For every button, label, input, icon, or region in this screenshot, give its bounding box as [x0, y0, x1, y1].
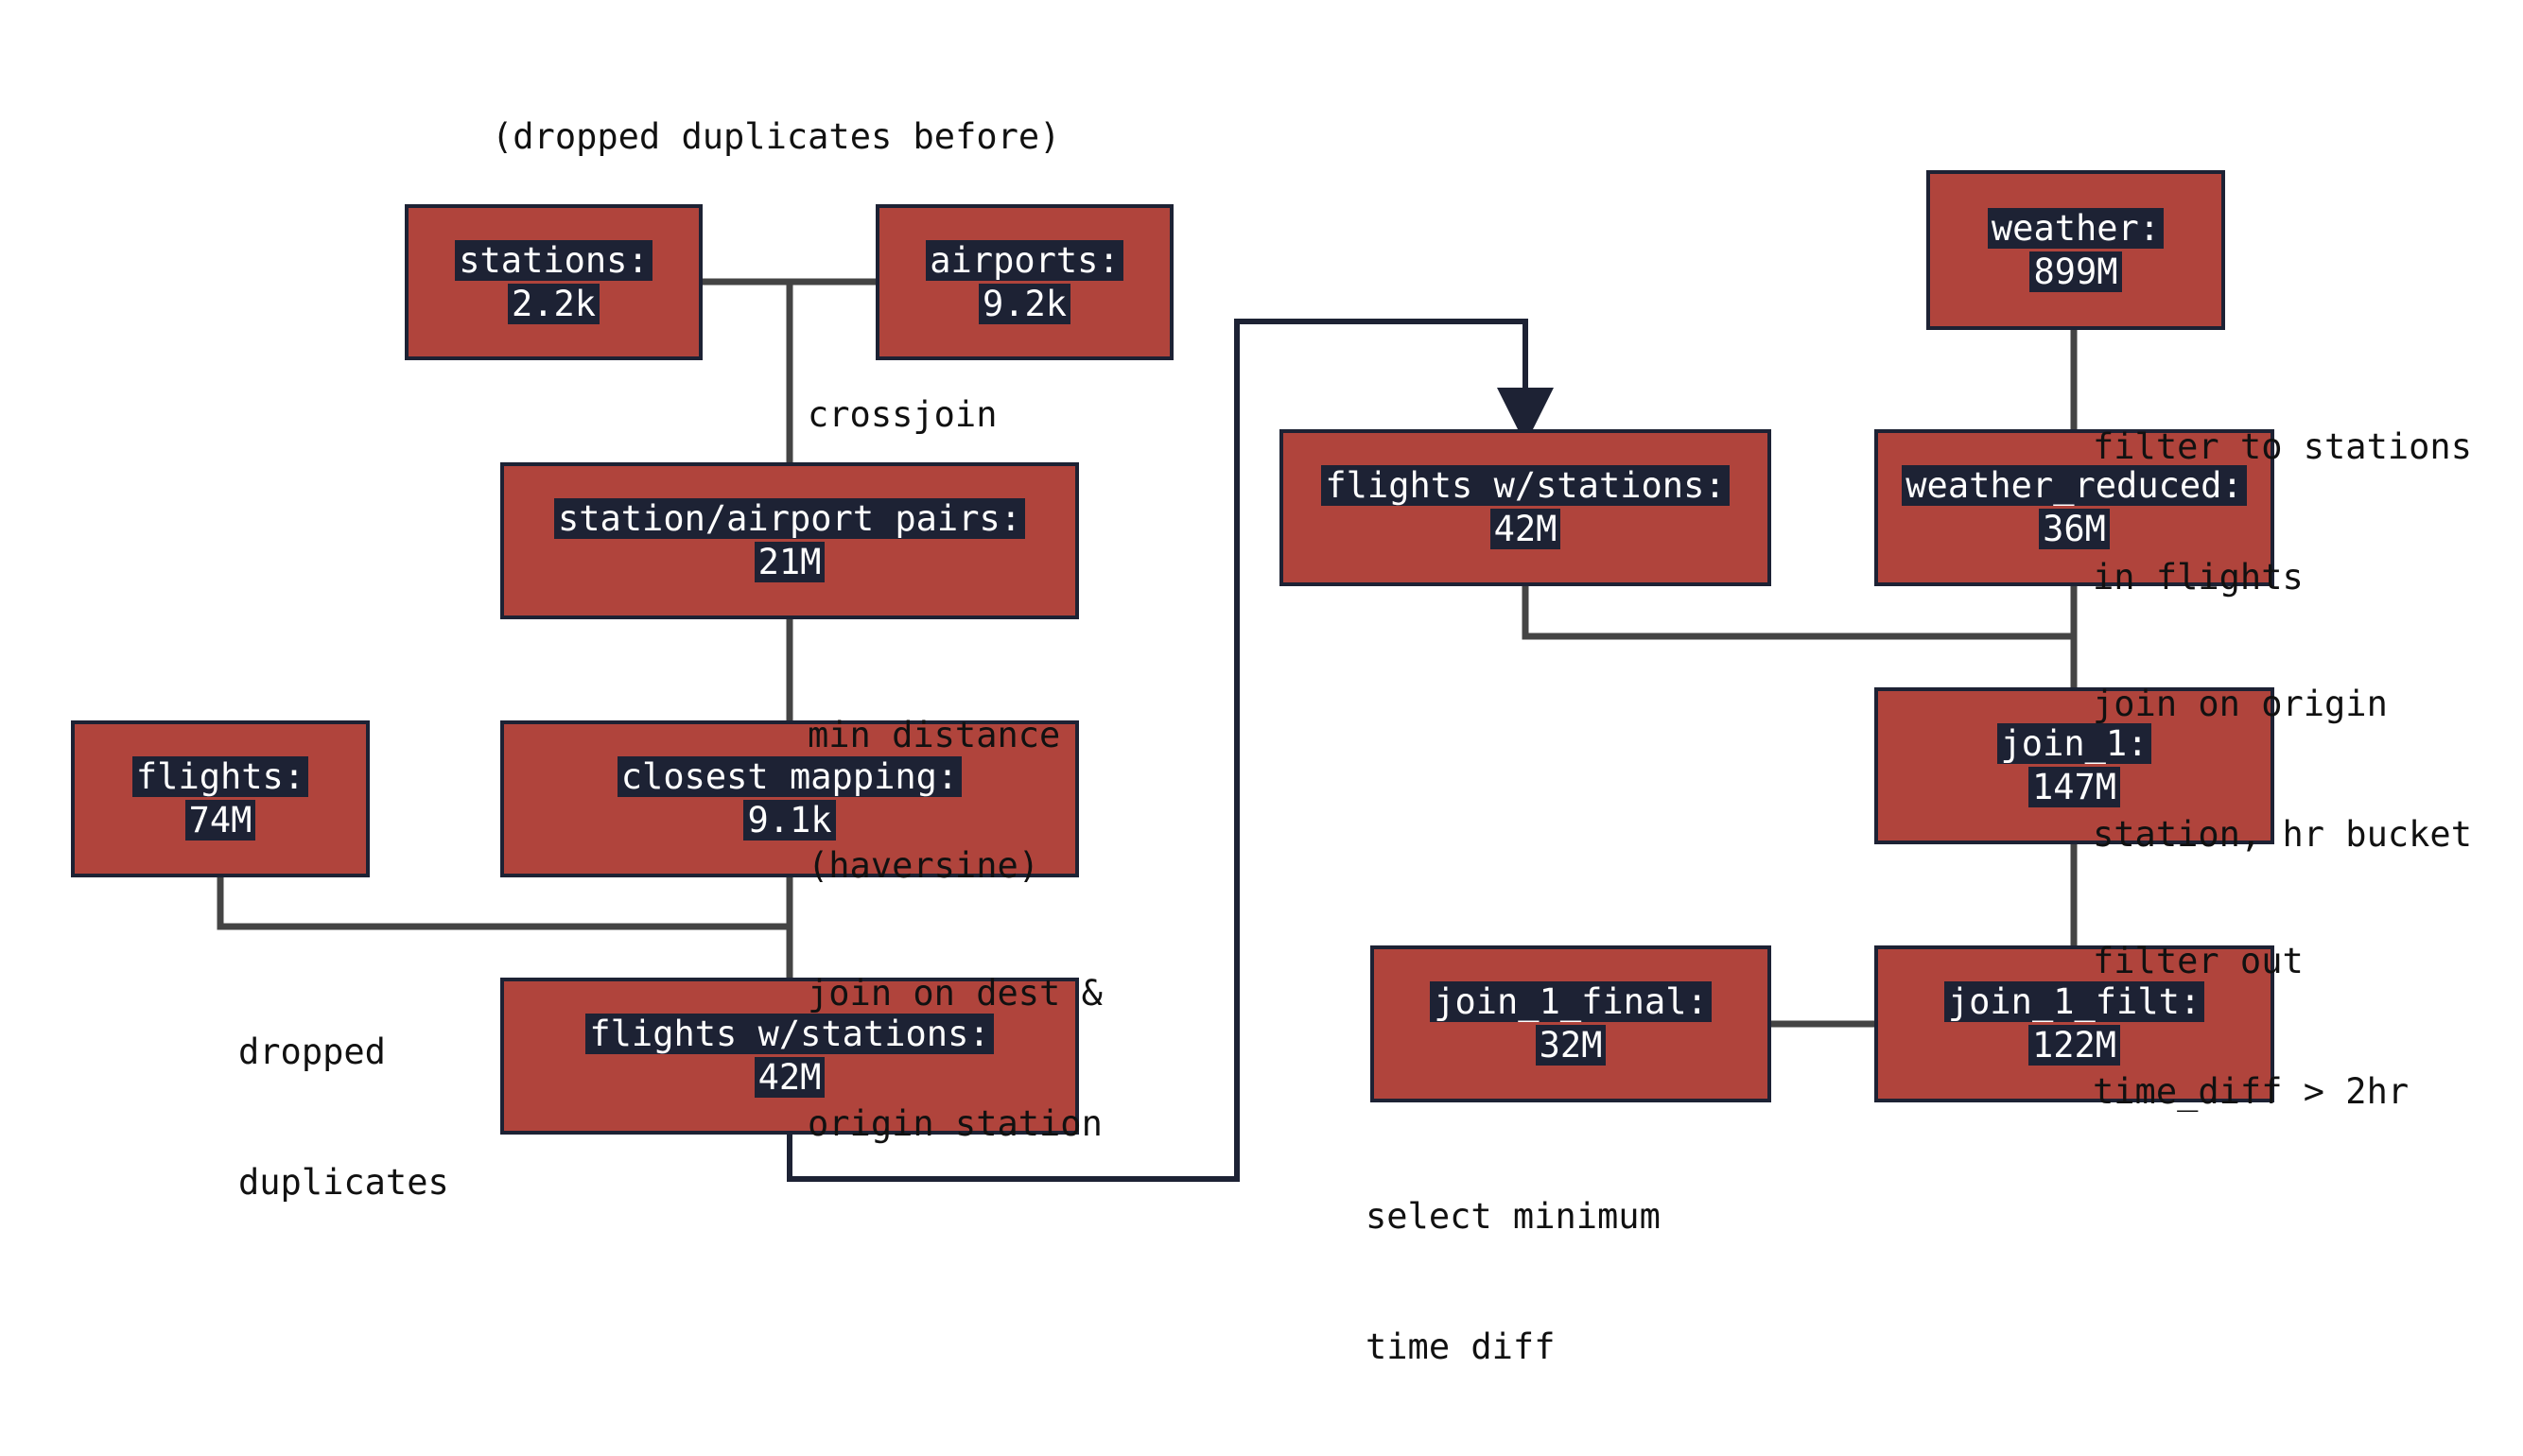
node-airports-title: airports:	[926, 239, 1123, 281]
node-join-1: join_1:147M	[1874, 687, 2274, 844]
note-min-distance: min distance (haversine)	[808, 627, 1060, 975]
node-join-1-filt-count: 122M	[2027, 1025, 2121, 1066]
node-airports: airports:9.2k	[876, 204, 1174, 360]
node-weather-count: 899M	[2029, 251, 2122, 292]
node-airports-count: 9.2k	[978, 283, 1071, 324]
node-weather-title: weather:	[1987, 207, 2165, 249]
node-flights-stations-top-count: 42M	[1489, 509, 1561, 549]
note-min-distance-line1: min distance	[808, 715, 1061, 755]
note-join-dest-line1: join on dest &	[808, 973, 1103, 1014]
note-dropped-duplicates: dropped duplicates	[238, 944, 449, 1291]
note-join-dest-line2: origin station	[808, 1103, 1103, 1144]
node-flights: flights:74M	[71, 720, 370, 877]
note-select-minimum-line2: time diff	[1366, 1326, 1556, 1367]
note-filter-to-stations-line2: in flights	[2093, 557, 2304, 598]
node-closest-mapping: closest mapping:9.1k	[500, 720, 1079, 877]
node-stations-title: stations:	[455, 239, 652, 281]
node-join-1-filt-title: join_1_filt:	[1943, 981, 2205, 1022]
note-filter-out: filter out time_diff > 2hr	[2093, 853, 2409, 1201]
node-join-1-title: join_1:	[1996, 723, 2152, 764]
node-flights-stations-top-title: flights w/stations:	[1321, 465, 1730, 506]
node-closest-count: 9.1k	[743, 800, 836, 841]
node-pairs-title: station/airport pairs:	[553, 498, 1026, 539]
note-filter-out-line2: time_diff > 2hr	[2093, 1071, 2410, 1112]
node-weather-reduced-count: 36M	[2039, 509, 2110, 549]
pipeline-diagram: stations:2.2k airports:9.2k station/airp…	[71, 116, 2472, 1367]
note-filter-to-stations-line1: filter to stations	[2093, 426, 2472, 467]
note-filter-to-stations: filter to stations in flights	[2093, 338, 2472, 686]
note-crossjoin: crossjoin	[808, 394, 998, 435]
node-join-1-final-count: 32M	[1535, 1025, 1607, 1066]
node-weather: weather:899M	[1926, 170, 2225, 330]
node-flights-stations-bottom-count: 42M	[754, 1057, 826, 1098]
node-stations-count: 2.2k	[507, 283, 600, 324]
node-flights-stations-bottom-title: flights w/stations:	[585, 1014, 994, 1054]
connector-flights-weather-join	[1522, 584, 2074, 640]
node-pairs-count: 21M	[754, 542, 826, 582]
note-filter-out-line1: filter out	[2093, 941, 2304, 981]
node-join-1-final: join_1_final:32M	[1370, 945, 1771, 1102]
node-flights-title: flights:	[131, 756, 309, 797]
note-dropped-duplicates-before: (dropped duplicates before)	[492, 116, 1061, 157]
note-select-minimum-line1: select minimum	[1366, 1196, 1661, 1237]
note-join-on-origin-line1: join on origin	[2093, 684, 2388, 724]
node-join-1-final-title: join_1_final:	[1430, 981, 1712, 1022]
note-select-minimum: select minimum time diff	[1366, 1108, 1661, 1456]
note-dropped-duplicates-line2: duplicates	[238, 1162, 449, 1203]
node-flights-with-stations-top: flights w/stations:42M	[1279, 429, 1771, 586]
node-stations: stations:2.2k	[405, 204, 703, 360]
note-join-on-origin-line2: station, hr bucket	[2093, 814, 2472, 855]
node-closest-title: closest mapping:	[617, 756, 963, 797]
node-join-1-filt: join_1_filt:122M	[1874, 945, 2274, 1102]
node-join-1-count: 147M	[2027, 767, 2121, 807]
node-weather-reduced-title: weather_reduced:	[1902, 465, 2247, 506]
note-join-on-origin: join on origin station, hr bucket	[2093, 596, 2472, 944]
note-dropped-duplicates-line1: dropped	[238, 1031, 386, 1072]
note-min-distance-line2: (haversine)	[808, 845, 1040, 886]
note-join-dest-origin: join on dest & origin station	[808, 885, 1103, 1233]
node-flights-count: 74M	[184, 800, 256, 841]
node-station-airport-pairs: station/airport pairs:21M	[500, 462, 1079, 619]
node-flights-with-stations-bottom: flights w/stations:42M	[500, 978, 1079, 1135]
node-weather-reduced: weather_reduced:36M	[1874, 429, 2274, 586]
connector-flights-join	[217, 875, 790, 930]
